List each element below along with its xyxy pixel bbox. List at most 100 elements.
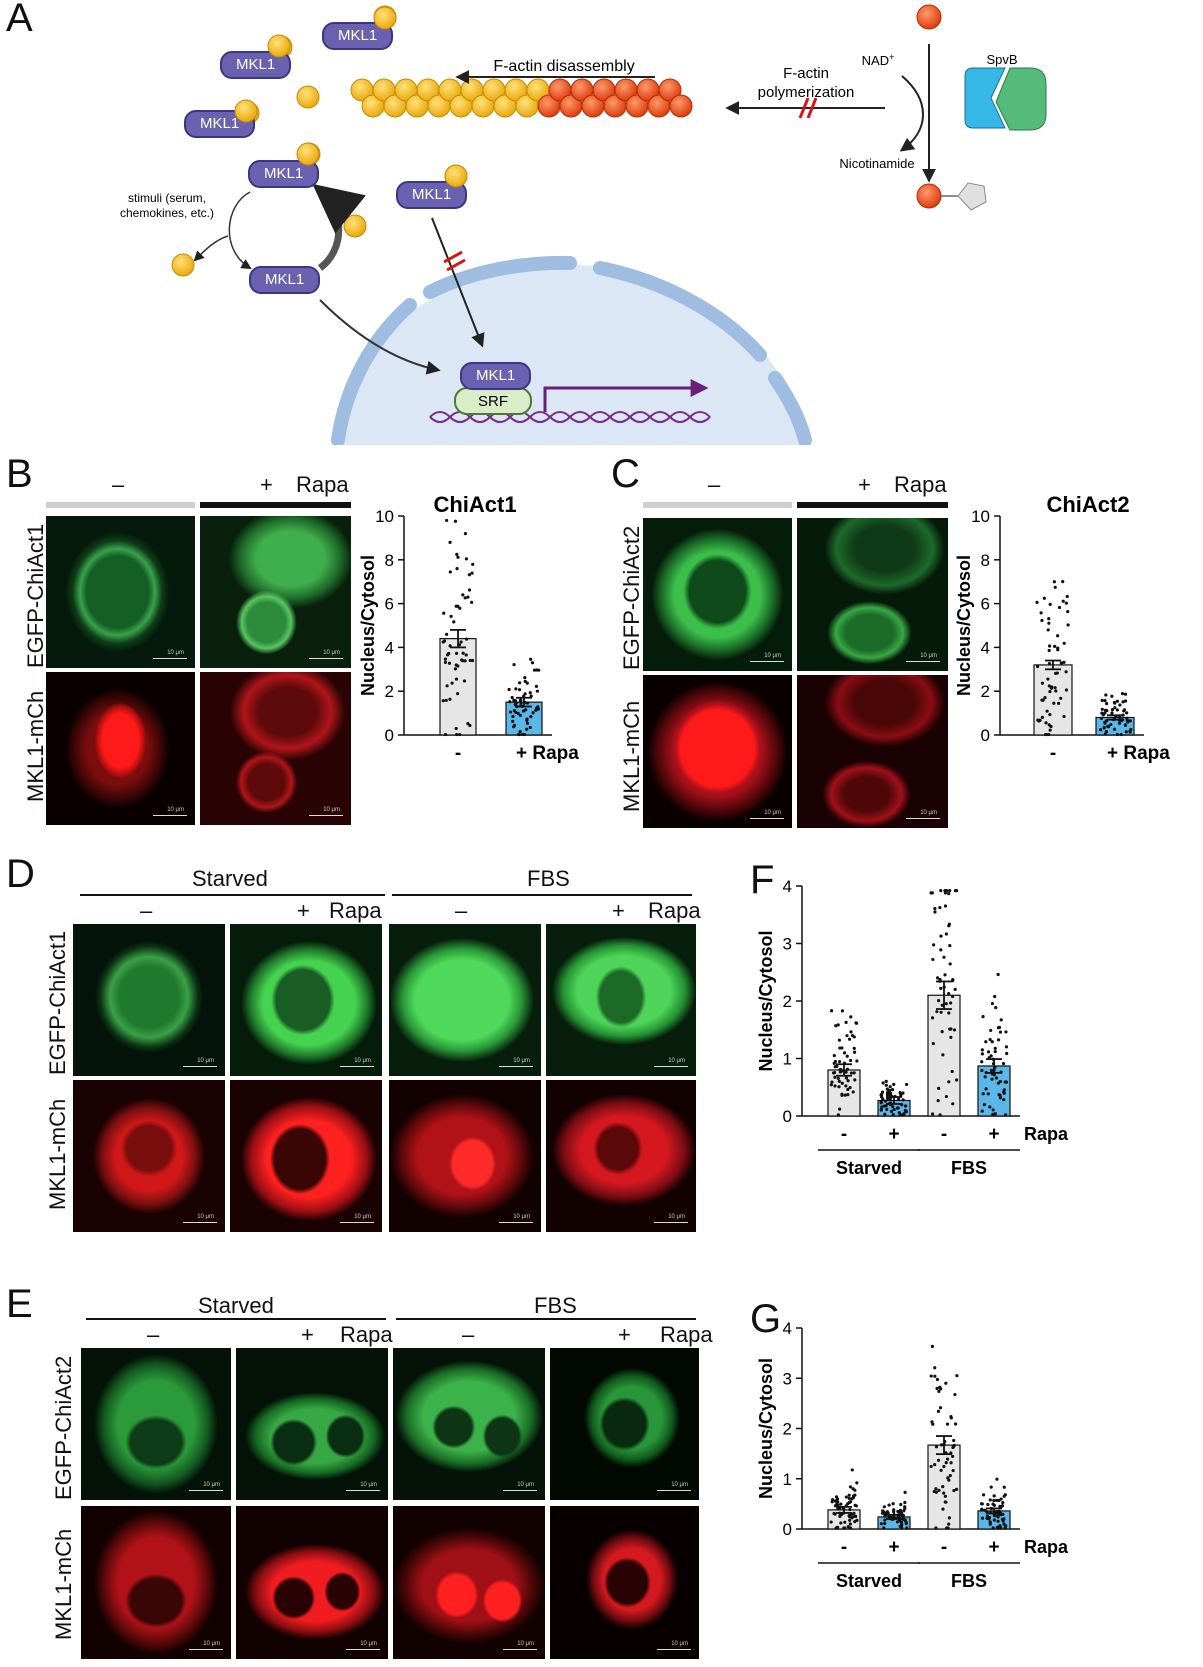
data-point [523,692,527,696]
data-point [846,1525,850,1529]
data-point [454,677,459,681]
group-label: FBS [951,1158,987,1178]
x-tick-label: + [888,1124,899,1145]
group-label: Starved [836,1571,902,1591]
data-point [948,962,952,966]
nad-arrow [899,75,924,152]
transcription-arrow [543,379,709,412]
data-point [986,1502,990,1507]
data-point [1064,601,1068,605]
data-point [842,1051,847,1055]
data-point [943,1494,947,1498]
data-point [989,1485,993,1489]
panel-label-b: B [6,452,33,496]
data-point [1110,707,1115,712]
data-point [833,1075,837,1079]
data-point [1112,727,1117,731]
data-point [843,1520,847,1524]
data-point [845,1054,849,1058]
data-point [946,1457,950,1461]
data-point [981,1015,985,1019]
data-point [1040,715,1045,719]
data-point [930,1112,935,1116]
data-point [1120,692,1125,696]
data-point [992,1503,996,1507]
data-point [939,889,943,893]
data-point [942,1464,946,1469]
condition-bar-rapa [200,502,351,508]
data-point [1003,1526,1007,1530]
data-point [448,697,452,701]
data-point [992,1518,996,1522]
micrograph-e-red-fbs-minus: 10 μm [393,1506,545,1659]
data-point [832,1070,837,1075]
data-point [1061,580,1065,584]
group-fbs: FBS [527,866,570,891]
data-point [905,1082,909,1087]
data-point [1104,693,1108,697]
data-point [981,1092,985,1096]
panel-label-a: A [6,0,33,40]
data-point [883,1521,887,1526]
data-point [942,955,946,959]
data-point [944,889,948,893]
data-point [1099,716,1104,721]
data-point [932,1489,936,1494]
data-point [847,1037,852,1041]
data-point [1062,641,1066,645]
micrograph-d-green-fbs-rapa: 10 μm [546,924,696,1076]
condition-bar-minus [643,502,792,508]
data-point [1118,703,1122,707]
y-tick-label: 10 [375,507,394,526]
data-point [987,1517,991,1521]
condition-minus: – [455,898,468,923]
data-point [953,987,957,991]
data-point [1053,686,1057,690]
data-point [887,1503,891,1507]
data-point [829,1520,833,1524]
data-point [844,1070,848,1074]
data-point [463,596,467,600]
data-point [884,1079,888,1083]
data-point [989,1068,994,1073]
data-point [939,986,943,990]
chart-title: ChiAct1 [433,492,516,517]
data-point [955,1078,959,1082]
data-point [1121,700,1125,704]
data-point [846,1079,850,1083]
data-point [879,1101,883,1105]
data-point [458,732,462,737]
data-point [853,1050,857,1054]
condition-rapa: Rapa [894,472,947,497]
data-point [1047,648,1051,653]
data-point [988,1105,992,1109]
x-tick-label: + Rapa [516,743,579,764]
data-point [990,1077,994,1081]
data-point [447,661,452,665]
data-point [944,1002,948,1006]
condition-plus: + [612,898,625,923]
y-tick-label: 0 [783,1520,792,1539]
data-point [1047,617,1051,621]
chart-title: ChiAct1 [898,870,981,873]
data-point [881,1509,885,1513]
data-point [954,1487,959,1491]
data-point [902,1509,906,1513]
data-point [519,701,523,705]
data-point [947,1011,951,1015]
data-point [511,719,515,723]
data-point [454,663,458,667]
data-point [901,1513,905,1518]
y-tick-label: 3 [783,935,792,954]
data-point [933,910,937,914]
data-point [990,1001,994,1006]
data-point [882,1505,886,1509]
data-point [529,715,533,719]
micrograph-d-green-starved-minus: 10 μm [73,924,225,1076]
data-point [1057,605,1062,610]
data-point [445,518,449,523]
data-point [455,552,459,556]
data-point [899,1502,903,1507]
data-point [980,1507,984,1511]
y-tick-label: 0 [981,726,990,745]
